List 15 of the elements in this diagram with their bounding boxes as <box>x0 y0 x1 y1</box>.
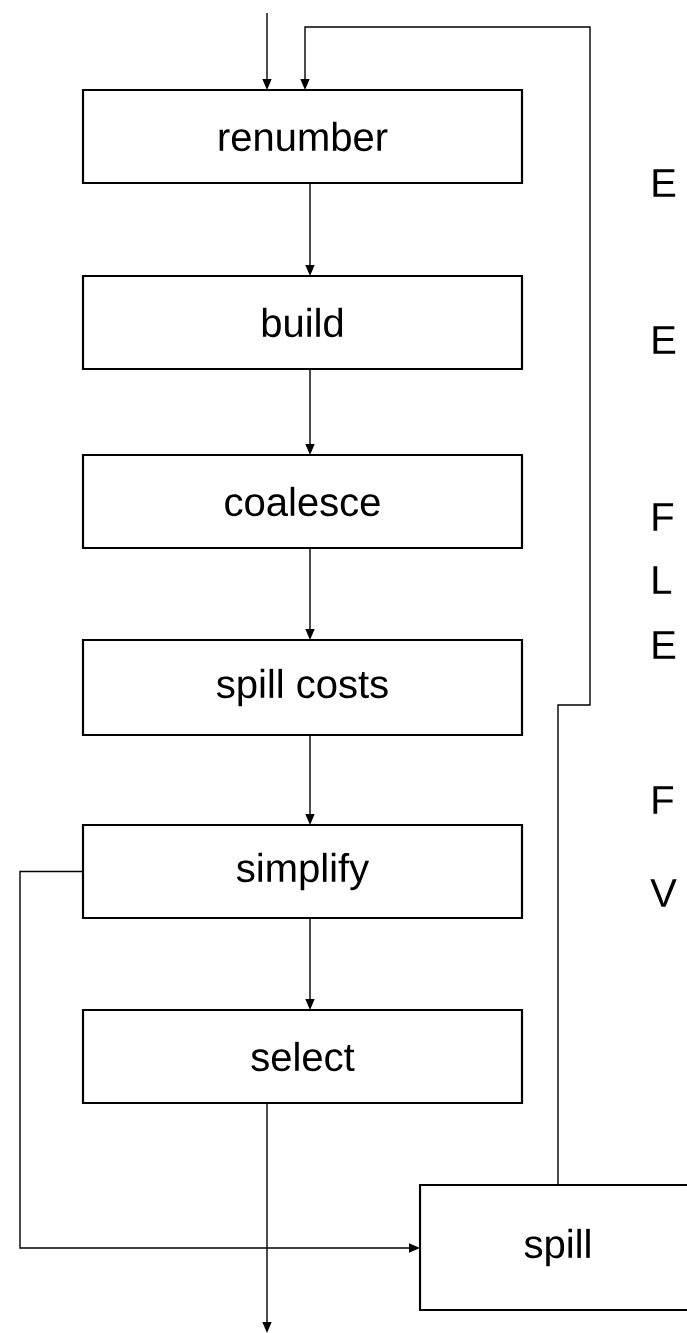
process-box: build <box>81 274 524 371</box>
process-box: spill costs <box>81 638 524 737</box>
process-box: renumber <box>81 88 524 185</box>
letter-label: E <box>653 326 676 354</box>
letter-label: F <box>653 503 674 531</box>
letter-label: E <box>653 631 676 659</box>
process-box: spill <box>418 1183 687 1312</box>
letter-label: L <box>653 566 672 594</box>
process-box: select <box>81 1008 524 1105</box>
letter-label: V <box>650 879 677 907</box>
letter-label: E <box>653 169 676 197</box>
arrow <box>300 26 591 1186</box>
process-box: coalesce <box>81 453 524 550</box>
process-box: simplify <box>81 823 524 920</box>
letter-label: F <box>653 786 674 814</box>
